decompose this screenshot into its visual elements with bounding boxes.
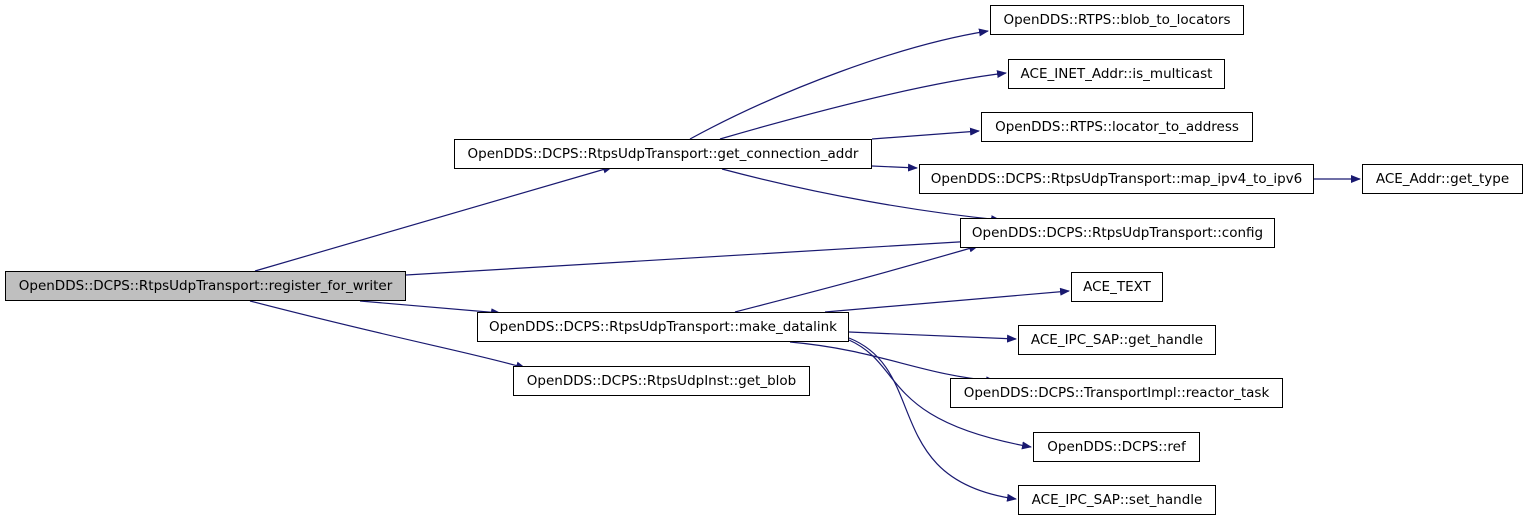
- edge-register-for-writer-to-get-connection-addr: [254, 165, 613, 272]
- node-register-for-writer[interactable]: OpenDDS::DCPS::RtpsUdpTransport::registe…: [5, 271, 406, 301]
- node-locator-to-address[interactable]: OpenDDS::RTPS::locator_to_address: [981, 112, 1253, 142]
- node-get-blob[interactable]: OpenDDS::DCPS::RtpsUdpInst::get_blob: [513, 366, 810, 396]
- node-is-multicast[interactable]: ACE_INET_Addr::is_multicast: [1008, 59, 1225, 89]
- edge-make-datalink-to-get-handle: [848, 331, 1017, 343]
- edge-make-datalink-to-config: [734, 244, 979, 313]
- node-reactor-task[interactable]: OpenDDS::DCPS::TransportImpl::reactor_ta…: [950, 378, 1283, 408]
- edge-get-connection-addr-to-map-ipv4-to-ipv6: [871, 163, 918, 172]
- edge-get-connection-addr-to-locator-to-address: [871, 127, 980, 140]
- edge-register-for-writer-to-config: [405, 237, 976, 276]
- node-ace-text[interactable]: ACE_TEXT: [1071, 272, 1163, 302]
- edge-get-connection-addr-to-blob-to-locators: [689, 28, 989, 140]
- edge-register-for-writer-to-make-datalink: [359, 300, 501, 317]
- node-get-handle[interactable]: ACE_IPC_SAP::get_handle: [1018, 325, 1216, 355]
- edge-make-datalink-to-ace-text: [824, 287, 1070, 313]
- edge-register-for-writer-to-get-blob: [249, 300, 526, 370]
- node-map-ipv4-to-ipv6[interactable]: OpenDDS::DCPS::RtpsUdpTransport::map_ipv…: [919, 164, 1314, 194]
- node-config[interactable]: OpenDDS::DCPS::RtpsUdpTransport::config: [960, 218, 1275, 248]
- node-get-connection-addr[interactable]: OpenDDS::DCPS::RtpsUdpTransport::get_con…: [454, 139, 872, 169]
- edge-get-connection-addr-to-config: [721, 168, 1001, 224]
- node-make-datalink[interactable]: OpenDDS::DCPS::RtpsUdpTransport::make_da…: [477, 312, 849, 342]
- node-get-type[interactable]: ACE_Addr::get_type: [1362, 164, 1523, 194]
- edge-get-connection-addr-to-is-multicast: [719, 70, 1007, 140]
- node-blob-to-locators[interactable]: OpenDDS::RTPS::blob_to_locators: [990, 5, 1244, 35]
- edge-make-datalink-to-set-handle: [848, 337, 1017, 502]
- edge-make-datalink-to-reactor-task: [789, 341, 996, 385]
- edge-make-datalink-to-ref: [848, 339, 1032, 450]
- node-set-handle[interactable]: ACE_IPC_SAP::set_handle: [1018, 485, 1216, 515]
- node-ref[interactable]: OpenDDS::DCPS::ref: [1033, 432, 1200, 462]
